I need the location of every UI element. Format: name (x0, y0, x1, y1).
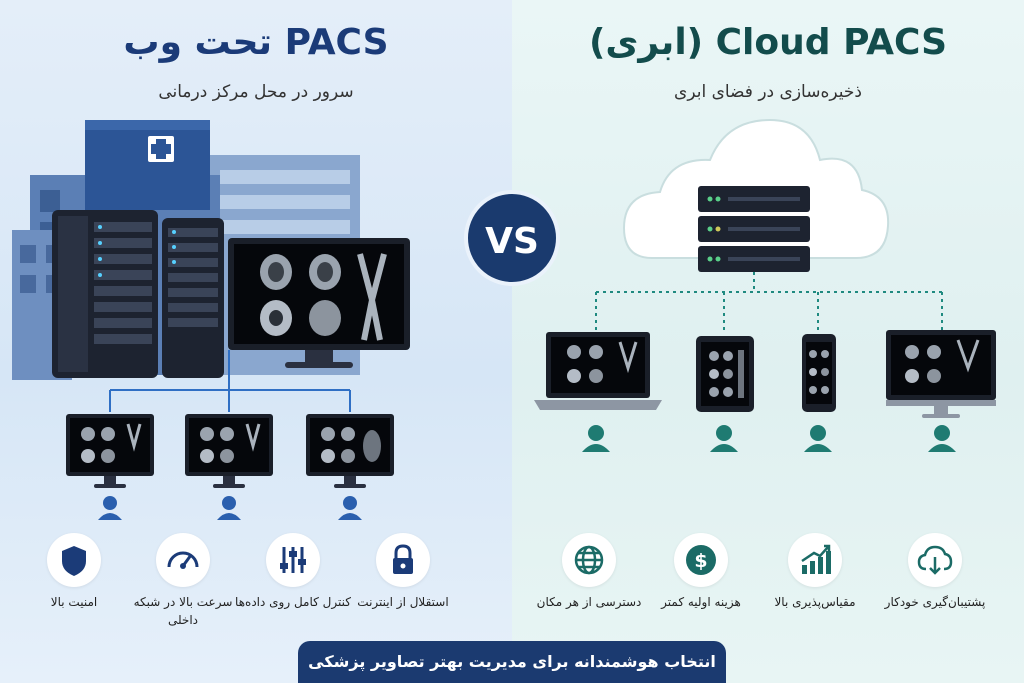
cloud-server-icon (698, 186, 810, 272)
feature-label: امنیت بالا (50, 595, 98, 609)
feature-label: پشتیبان‌گیری خودکار (884, 595, 986, 609)
client-monitor-icon (185, 414, 273, 488)
feature-label: کنترل کامل روی داده‌ها (235, 595, 351, 609)
cloud-backup-icon (908, 533, 962, 587)
feature-label: مقیاس‌پذیری بالا (774, 595, 856, 609)
feature-label: سرعت بالا در شبکه داخلی (133, 595, 233, 627)
right-subtitle: ذخیره‌سازی در فضای ابری (674, 82, 862, 102)
feature-label: هزینه اولیه کمتر (661, 595, 741, 609)
footer-banner: انتخاب هوشمندانه برای مدیریت بهتر تصاویر… (298, 641, 726, 683)
phone-icon (802, 334, 836, 412)
user-icon (710, 425, 738, 452)
user-icon (338, 496, 362, 520)
sliders-icon (266, 533, 320, 587)
left-title: PACS تحت وب (123, 22, 389, 63)
user-icon (582, 425, 610, 452)
network-lines (109, 350, 351, 412)
feature-label: دسترسی از هر مکان (536, 595, 642, 609)
feature-label: استقلال از اینترنت (357, 595, 449, 609)
dollar-icon: $ (674, 533, 728, 587)
main-monitor-icon (228, 238, 410, 368)
user-icon (928, 425, 956, 452)
desktop-monitor-icon (886, 330, 996, 418)
lock-icon (376, 533, 430, 587)
svg-text:$: $ (694, 550, 707, 572)
client-monitor-icon (306, 414, 394, 488)
right-illustration (534, 118, 996, 452)
right-title: Cloud PACS (ابری) (588, 22, 948, 63)
right-panel-cloud: Cloud PACS (ابری) ذخیره‌سازی در فضای ابر… (512, 0, 1024, 683)
user-icon (98, 496, 122, 520)
left-illustration (12, 120, 410, 520)
left-subtitle: سرور در محل مرکز درمانی (158, 82, 354, 102)
server-rack-icon (52, 210, 224, 378)
growth-chart-icon (788, 533, 842, 587)
globe-icon (562, 533, 616, 587)
left-panel-on-premise: PACS تحت وب سرور در محل مرکز درمانی (0, 0, 512, 683)
user-icon (217, 496, 241, 520)
client-monitor-icon (66, 414, 154, 488)
network-lines (595, 272, 943, 334)
vs-badge: VS (464, 190, 560, 286)
shield-icon (47, 533, 101, 587)
user-icon (804, 425, 832, 452)
gauge-icon (156, 533, 210, 587)
laptop-icon (534, 332, 662, 410)
tablet-icon (696, 336, 754, 412)
